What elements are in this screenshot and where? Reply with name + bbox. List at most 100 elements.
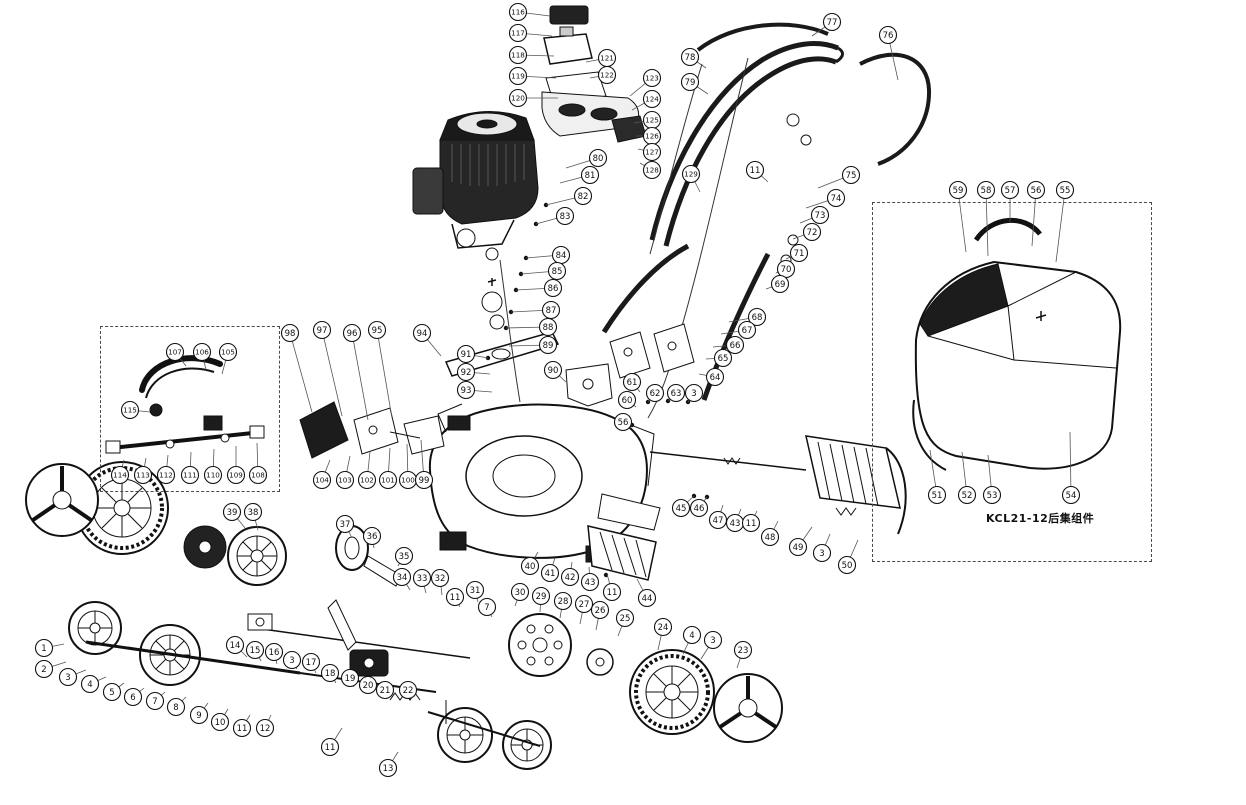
svg-text:10: 10 <box>215 718 226 728</box>
part-callout-80: 80 <box>588 148 608 168</box>
svg-text:57: 57 <box>1005 186 1016 196</box>
handle-bracket-illustration <box>609 323 695 379</box>
svg-text:39: 39 <box>227 508 238 518</box>
leader-line <box>1031 189 1037 247</box>
part-callout-15: 15 <box>245 640 265 660</box>
rear-bumper-illustration <box>105 355 265 454</box>
svg-text:66: 66 <box>730 341 741 351</box>
svg-text:9: 9 <box>196 711 201 721</box>
svg-text:82: 82 <box>578 192 589 202</box>
svg-text:40: 40 <box>525 562 536 572</box>
part-callout-122: 122 <box>597 65 617 85</box>
drive-belt-illustration <box>499 259 521 403</box>
svg-text:129: 129 <box>684 170 698 179</box>
part-callout-72: 72 <box>802 222 822 242</box>
part-callout-12: 12 <box>255 718 275 738</box>
svg-text:106: 106 <box>195 348 209 357</box>
part-callout-79: 79 <box>680 72 700 92</box>
leader-line <box>289 332 313 413</box>
svg-text:119: 119 <box>511 72 525 81</box>
svg-text:13: 13 <box>383 764 394 774</box>
part-callout-104: 104 <box>312 470 332 490</box>
part-callout-48: 48 <box>760 527 780 547</box>
svg-text:77: 77 <box>827 18 838 28</box>
part-callout-111: 111 <box>180 465 200 485</box>
svg-text:3: 3 <box>65 673 70 683</box>
part-callout-7: 7 <box>145 691 165 711</box>
wheel-bracket-illustration <box>335 525 403 587</box>
svg-text:84: 84 <box>556 251 567 261</box>
svg-text:96: 96 <box>347 329 358 339</box>
svg-text:11: 11 <box>237 724 248 734</box>
part-callout-56: 56 <box>613 412 633 432</box>
svg-text:2: 2 <box>41 665 46 675</box>
svg-text:49: 49 <box>793 543 804 553</box>
svg-text:114: 114 <box>113 471 127 480</box>
svg-text:11: 11 <box>450 593 461 603</box>
part-callout-47: 47 <box>708 510 728 530</box>
svg-text:61: 61 <box>627 378 638 388</box>
rear-door-illustration <box>649 435 907 535</box>
part-callout-110: 110 <box>203 465 223 485</box>
part-callout-73: 73 <box>810 205 830 225</box>
part-callout-97: 97 <box>312 320 332 340</box>
part-callout-11: 11 <box>320 737 340 757</box>
svg-text:32: 32 <box>435 574 446 584</box>
svg-text:117: 117 <box>511 29 525 38</box>
part-callout-54: 54 <box>1061 485 1081 505</box>
part-callout-33: 33 <box>412 568 432 588</box>
part-callout-115: 115 <box>120 400 140 420</box>
part-callout-13: 13 <box>378 758 398 778</box>
part-callout-86: 86 <box>543 278 563 298</box>
svg-text:80: 80 <box>593 154 604 164</box>
part-callout-126: 126 <box>642 126 662 146</box>
leader-line <box>1069 431 1072 496</box>
part-callout-96: 96 <box>342 323 362 343</box>
part-callout-103: 103 <box>335 470 355 490</box>
svg-text:102: 102 <box>360 476 374 485</box>
svg-text:78: 78 <box>685 53 696 63</box>
part-callout-45: 45 <box>671 498 691 518</box>
part-callout-20: 20 <box>358 675 378 695</box>
svg-text:97: 97 <box>317 326 328 336</box>
mower-deck-illustration <box>428 403 655 563</box>
part-callout-83: 83 <box>555 206 575 226</box>
part-callout-116: 116 <box>508 2 528 22</box>
slotted-disc-illustration <box>227 526 287 586</box>
part-callout-35: 35 <box>394 546 414 566</box>
svg-text:93: 93 <box>461 386 472 396</box>
svg-text:100: 100 <box>401 476 415 485</box>
part-callout-84: 84 <box>551 245 571 265</box>
part-callout-106: 106 <box>192 342 212 362</box>
hubcap-left-illustration <box>25 463 99 537</box>
svg-text:3: 3 <box>710 636 715 646</box>
svg-text:31: 31 <box>470 586 481 596</box>
svg-text:122: 122 <box>600 71 614 80</box>
part-callout-11: 11 <box>232 718 252 738</box>
part-callout-108: 108 <box>248 465 268 485</box>
svg-text:14: 14 <box>230 641 241 651</box>
svg-text:16: 16 <box>269 648 280 658</box>
svg-text:88: 88 <box>543 323 554 333</box>
part-callout-19: 19 <box>340 668 360 688</box>
part-callout-40: 40 <box>520 556 540 576</box>
height-bracket-illustration <box>565 363 613 407</box>
svg-text:11: 11 <box>325 743 336 753</box>
part-callout-87: 87 <box>541 300 561 320</box>
svg-text:113: 113 <box>136 471 150 480</box>
part-callout-117: 117 <box>508 23 528 43</box>
svg-text:37: 37 <box>340 520 351 530</box>
part-callout-88: 88 <box>538 317 558 337</box>
svg-text:63: 63 <box>671 389 682 399</box>
hubcap-right-illustration <box>713 673 783 743</box>
part-callout-68: 68 <box>747 307 767 327</box>
svg-text:128: 128 <box>645 166 659 175</box>
svg-text:79: 79 <box>685 78 696 88</box>
part-callout-37: 37 <box>335 514 355 534</box>
svg-text:38: 38 <box>248 508 259 518</box>
part-callout-95: 95 <box>367 320 387 340</box>
part-callout-62: 62 <box>645 383 665 403</box>
part-callout-113: 113 <box>133 465 153 485</box>
pulley-illustration <box>183 525 227 569</box>
part-callout-11: 11 <box>741 513 761 533</box>
